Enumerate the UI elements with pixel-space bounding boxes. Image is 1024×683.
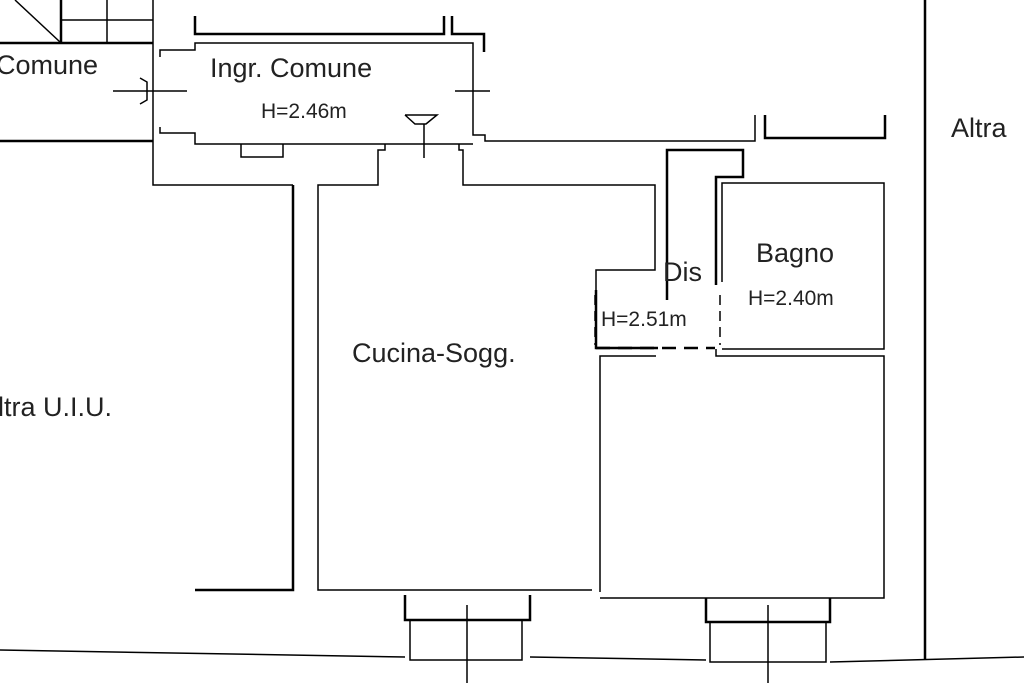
walls (0, 0, 927, 660)
room-height-dis: H=2.51m (601, 308, 687, 331)
room-height-ingr-comune: H=2.46m (261, 100, 347, 123)
room-label-comune: Comune (0, 50, 99, 80)
room-label-altra: Altra (951, 113, 1007, 143)
room-label-ingr-comune: Ingr. Comune (210, 53, 373, 83)
room-label-bagno: Bagno (756, 238, 835, 268)
room-height-bagno: H=2.40m (748, 287, 834, 310)
windows (0, 595, 1024, 683)
room-label-altra-uiu: ltra U.I.U. (0, 392, 113, 422)
door-symbols (113, 77, 490, 158)
room-label-dis: Dis (663, 257, 702, 287)
room-label-cucina-sogg: Cucina-Sogg. (352, 338, 516, 368)
stair-grid (14, 0, 154, 43)
